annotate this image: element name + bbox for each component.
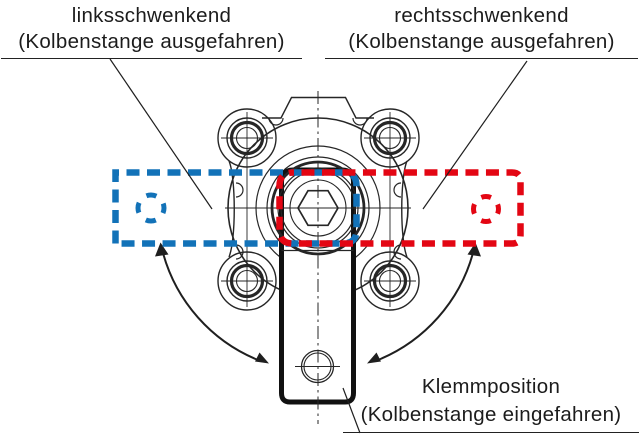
center-lines xyxy=(225,91,411,424)
label-klemmposition: Klemmposition (Kolbenstange eingefahren) xyxy=(343,373,639,433)
leader-right xyxy=(422,60,528,210)
swivel-arrows xyxy=(155,242,481,364)
label-rechtsschwenkend-line2: (Kolbenstange ausgefahren) xyxy=(348,30,615,53)
arrowhead-left-down xyxy=(255,352,269,364)
label-linksschwenkend-line2: (Kolbenstange ausgefahren) xyxy=(18,30,285,53)
swivel-arc-left xyxy=(162,252,259,361)
arrowhead-right-up xyxy=(467,242,481,257)
right-swivel-zone xyxy=(276,169,524,247)
leader-left xyxy=(109,58,213,210)
label-linksschwenkend: linksschwenkend (Kolbenstange ausgefahre… xyxy=(1,3,302,59)
label-klemmposition-line2: (Kolbenstange eingefahren) xyxy=(360,403,622,426)
arrowhead-left-up xyxy=(155,242,169,257)
label-linksschwenkend-line1: linksschwenkend xyxy=(71,4,232,27)
arrowhead-right-down xyxy=(367,352,381,364)
swivel-arc-right xyxy=(377,252,474,361)
label-rechtsschwenkend: rechtsschwenkend (Kolbenstange ausgefahr… xyxy=(325,3,638,59)
label-klemmposition-line1: Klemmposition xyxy=(421,375,561,398)
blue-dashed-port-circle xyxy=(135,192,167,224)
red-dashed-box xyxy=(276,169,524,247)
label-rechtsschwenkend-line1: rechtsschwenkend xyxy=(394,4,569,27)
leader-bottom xyxy=(342,387,361,434)
red-dashed-port-circle xyxy=(471,194,501,224)
leader-lines xyxy=(109,58,528,434)
